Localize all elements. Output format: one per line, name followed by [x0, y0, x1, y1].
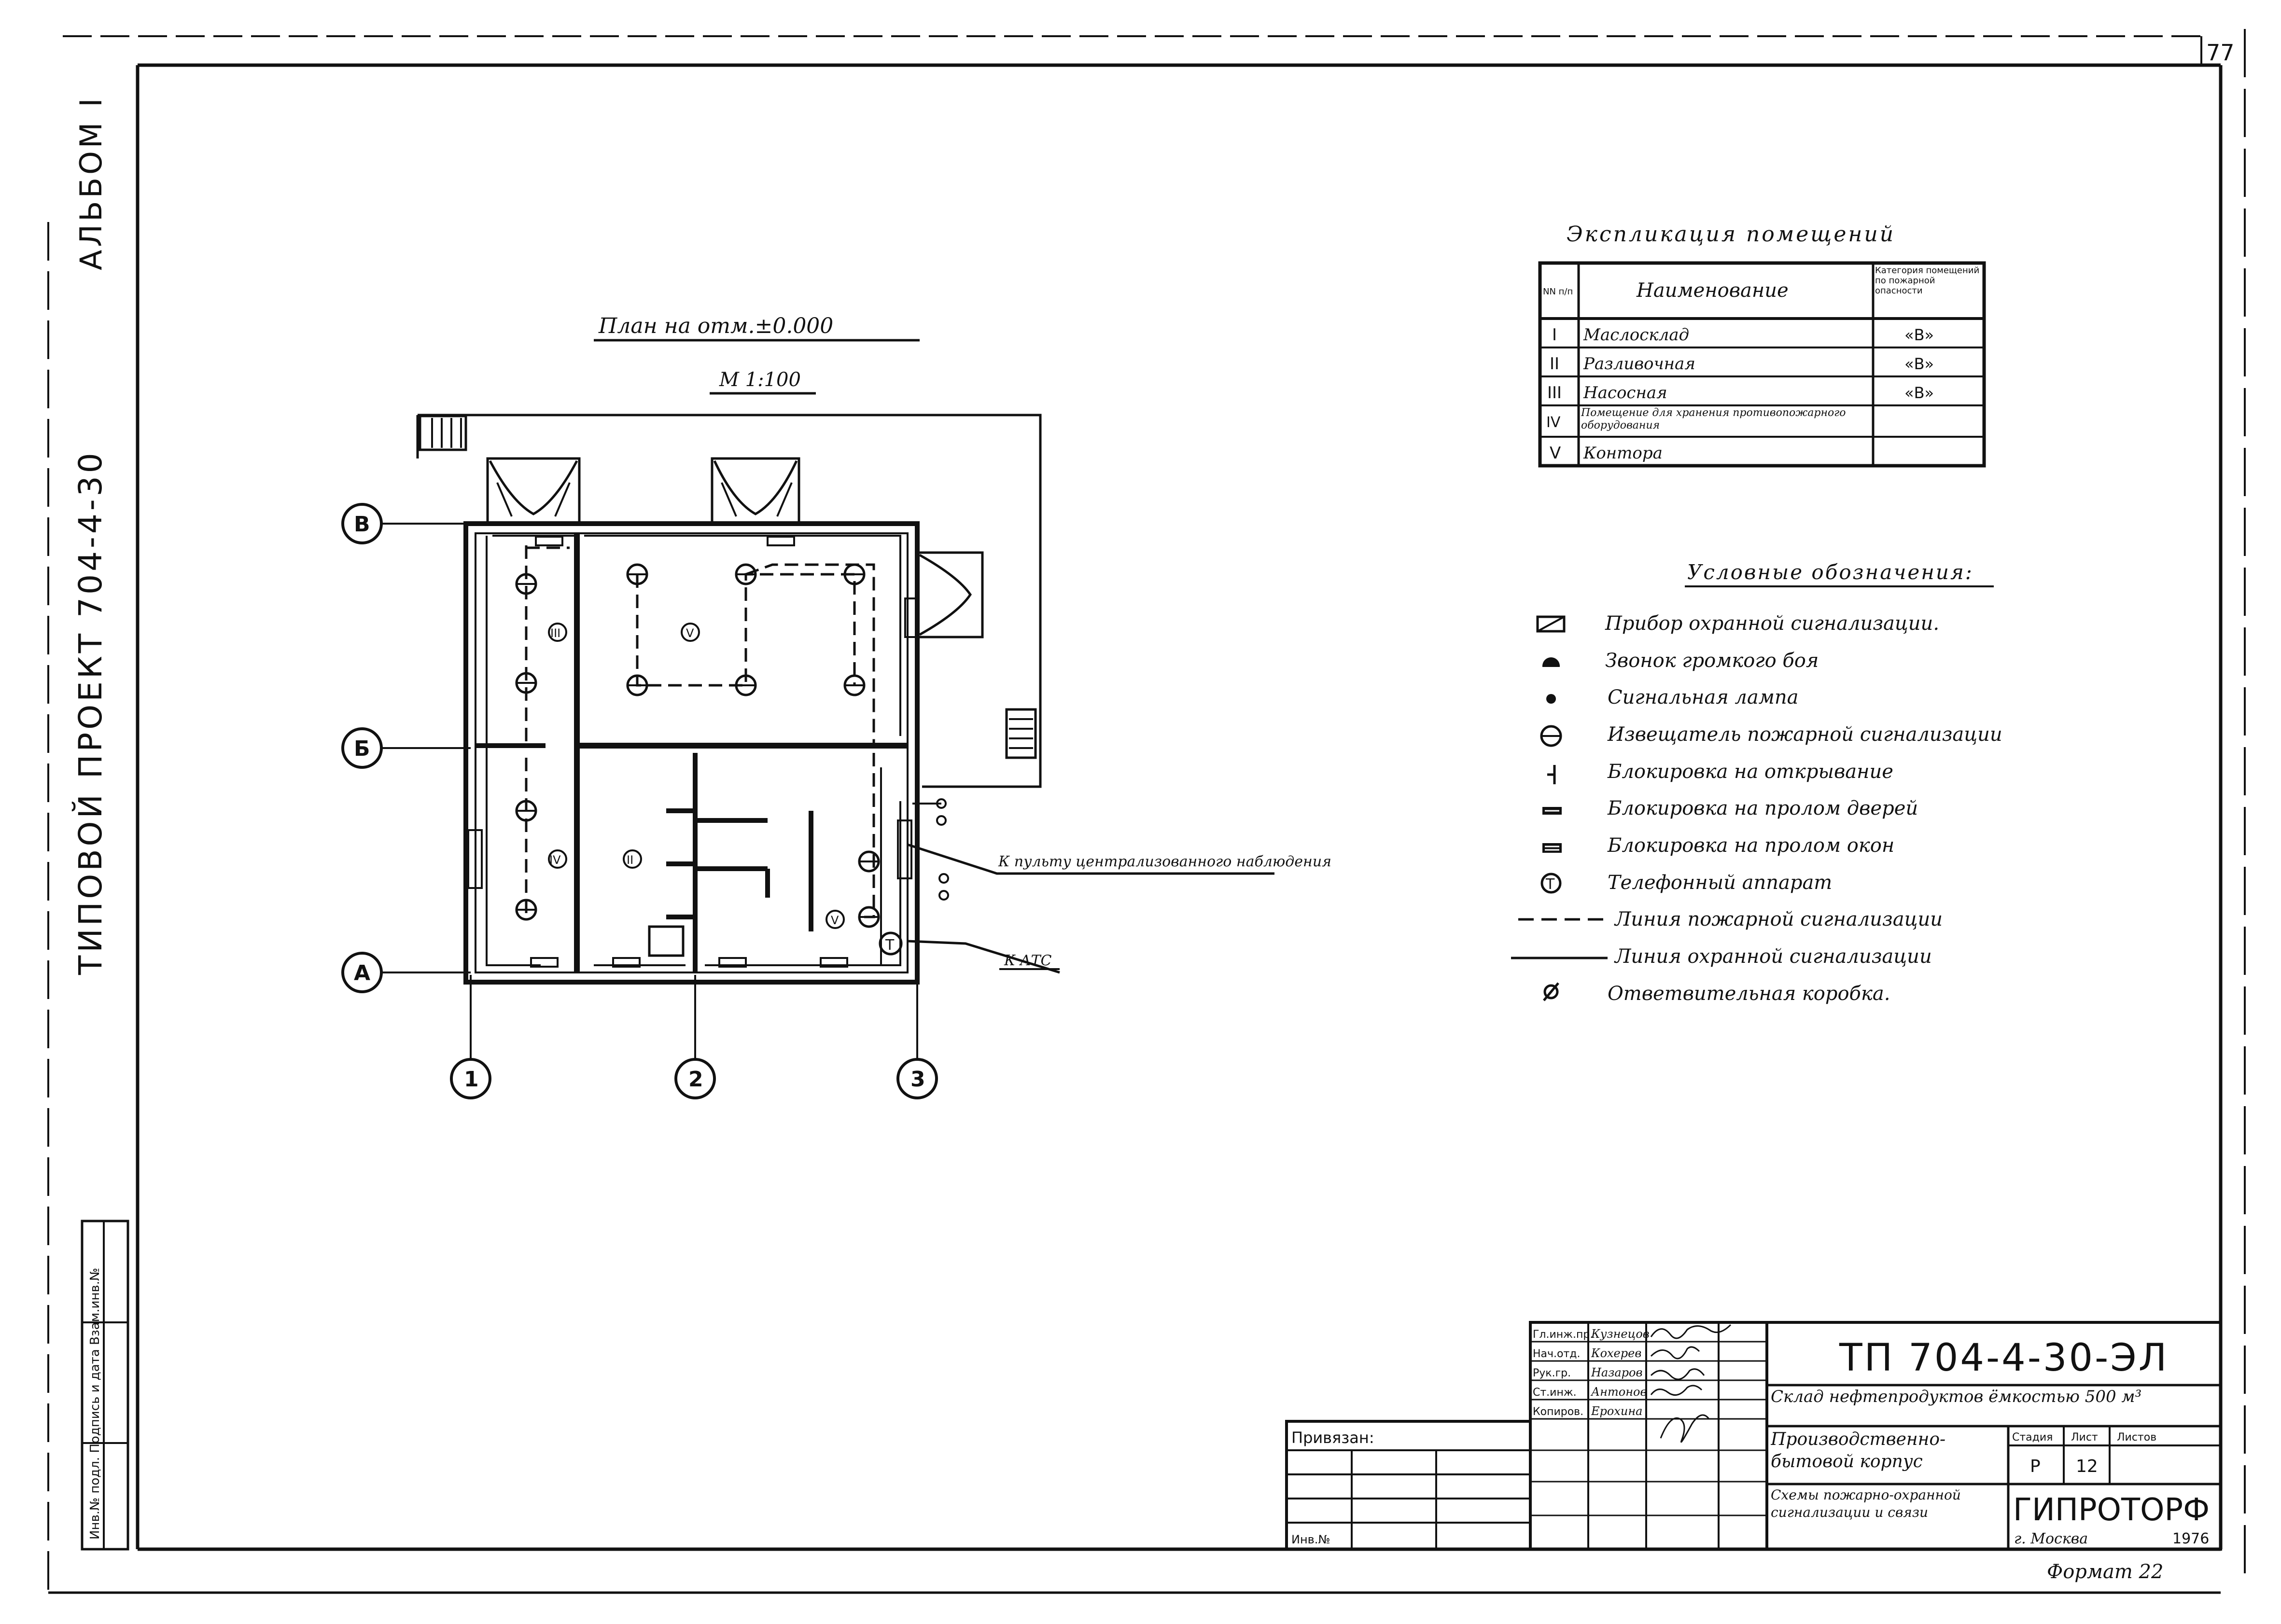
legend-title: Условные обозначения:: [1687, 560, 1973, 584]
room-row-name: Помещение для хранения противопожарного …: [1581, 407, 1846, 431]
axis-row-a: А: [354, 961, 370, 986]
opening-lock-icon: [1547, 765, 1556, 784]
signer-name: Ерохина: [1591, 1404, 1642, 1418]
rooms-table: [1538, 261, 1986, 468]
stage-header: Стадия: [2012, 1431, 2053, 1444]
svg-text:V: V: [831, 914, 839, 927]
legend-item-label: Извещатель пожарной сигнализации: [1607, 723, 2002, 746]
project-label: ТИПОВОЙ ПРОЕКТ 704-4-30: [71, 450, 109, 975]
room-row-name: Разливочная: [1583, 354, 1695, 374]
bell-icon: [1542, 657, 1560, 667]
role-label: Ст.инж.: [1533, 1387, 1577, 1399]
plan-title: План на отм.±0.000: [598, 314, 833, 338]
room-row-name: Насосная: [1583, 383, 1667, 403]
inventory-label: Инв.№: [1291, 1533, 1330, 1546]
grid-axes: [341, 503, 938, 1099]
sheets-header: Листов: [2117, 1431, 2156, 1444]
rooms-header-category: Категория помещений по пожарной опасност…: [1875, 265, 1980, 296]
signer-name: Кузнецов: [1591, 1327, 1650, 1341]
drawing-code: ТП 704-4-30-ЭЛ: [1839, 1336, 2169, 1380]
legend-item-label: Линия охранной сигнализации: [1614, 945, 1932, 968]
room-row-num: V: [1550, 444, 1561, 463]
svg-text:T: T: [1545, 876, 1555, 893]
side-stamp-strip: [81, 1220, 129, 1551]
organization: ГИПРОТОРФ: [2013, 1492, 2210, 1528]
drawing-year: 1976: [2172, 1530, 2209, 1547]
room-labels: III V IV II V: [548, 623, 845, 929]
sheet-header: Лист: [2071, 1431, 2098, 1444]
rooms-header-num: NN п/п: [1543, 287, 1573, 297]
room-row-num: I: [1552, 325, 1557, 345]
organization-city: г. Москва: [2014, 1530, 2088, 1547]
axis-row-v: В: [354, 512, 370, 537]
svg-text:II: II: [627, 853, 633, 867]
legend-item-label: Блокировка на открывание: [1607, 761, 1893, 783]
room-row-name: Маслосклад: [1583, 325, 1689, 345]
room-row-cat: «В»: [1904, 384, 1934, 402]
security-device-icon: [1536, 615, 1566, 633]
legend-item-label: Ответвительная коробка.: [1608, 983, 1890, 1005]
role-label: Гл.инж.пр.: [1533, 1329, 1593, 1341]
sheet-number: 12: [2076, 1457, 2098, 1476]
junction-box-icon: [1543, 982, 1559, 1001]
role-label: Рук.гр.: [1533, 1367, 1571, 1379]
svg-text:III: III: [550, 626, 560, 640]
svg-text:IV: IV: [549, 853, 561, 867]
role-label: Нач.отд.: [1533, 1348, 1581, 1360]
album-label: АЛЬБОМ I: [73, 96, 109, 270]
signer-name: Кохерев: [1591, 1346, 1641, 1360]
sheet-frame: [47, 29, 2246, 1594]
window-break-icon: [1542, 843, 1562, 853]
legend-item-label: Прибор охранной сигнализации.: [1605, 612, 1939, 635]
plan-scale: М 1:100: [719, 369, 801, 391]
side-stamp-text: Инв.№ подл. Подпись и дата Взам.инв.№: [88, 1268, 102, 1540]
attached-label: Привязан:: [1291, 1429, 1374, 1447]
axis-col-3: 3: [910, 1067, 925, 1092]
signer-name: Антонов: [1590, 1385, 1647, 1399]
sheet-name: Схемы пожарно-охранной сигнализации и св…: [1771, 1487, 1961, 1520]
rooms-table-title: Экспликация помещений: [1567, 222, 1895, 247]
legend-icons: T: [1511, 615, 1608, 1001]
svg-text:T: T: [885, 937, 895, 954]
legend-item-label: Блокировка на пролом окон: [1607, 834, 1894, 857]
room-row-num: II: [1550, 354, 1559, 374]
axis-row-b: Б: [354, 736, 370, 761]
door-break-icon: [1542, 807, 1562, 815]
role-label: Копиров.: [1533, 1406, 1583, 1418]
room-row-cat: «В»: [1904, 326, 1934, 344]
legend-item-label: Линия пожарной сигнализации: [1614, 908, 1943, 930]
stage-value: Р: [2030, 1457, 2041, 1476]
callout-central-monitoring: К пульту централизованного наблюдения: [998, 853, 1331, 870]
svg-text:V: V: [686, 626, 694, 640]
signer-name: Назаров: [1591, 1366, 1642, 1379]
axis-col-2: 2: [688, 1067, 703, 1092]
building-name: Производственно-бытовой корпус: [1771, 1430, 1946, 1471]
lamp-dot-icon: [1546, 694, 1556, 704]
signature-scribbles: [1650, 1324, 1732, 1443]
title-block-grid: [1285, 1321, 2222, 1551]
legend-item-label: Звонок громкого боя: [1605, 650, 1819, 672]
legend-item-label: Блокировка на пролом дверей: [1607, 797, 1918, 819]
callout-ats: К АТС: [1004, 952, 1051, 969]
page-number: 77: [2206, 40, 2235, 66]
fire-detector-icon: [1540, 725, 1562, 747]
format-label: Формат 22: [2047, 1561, 2163, 1583]
legend-item-label: Телефонный аппарат: [1608, 872, 1832, 894]
room-row-num: IV: [1546, 414, 1561, 431]
telephone-marker: [879, 931, 903, 956]
room-row-name: Контора: [1583, 444, 1663, 463]
floor-plan: T III V IV II V: [416, 414, 1274, 985]
room-row-num: III: [1547, 383, 1562, 403]
room-row-cat: «В»: [1904, 355, 1934, 373]
fire-detector-markers: [515, 563, 880, 928]
legend-item-label: Сигнальная лампа: [1608, 686, 1799, 708]
rooms-header-name: Наименование: [1636, 279, 1789, 302]
telephone-icon: T: [1540, 873, 1562, 894]
axis-col-1: 1: [464, 1067, 479, 1092]
object-name: Склад нефтепродуктов ёмкостью 500 м³: [1771, 1388, 2142, 1406]
